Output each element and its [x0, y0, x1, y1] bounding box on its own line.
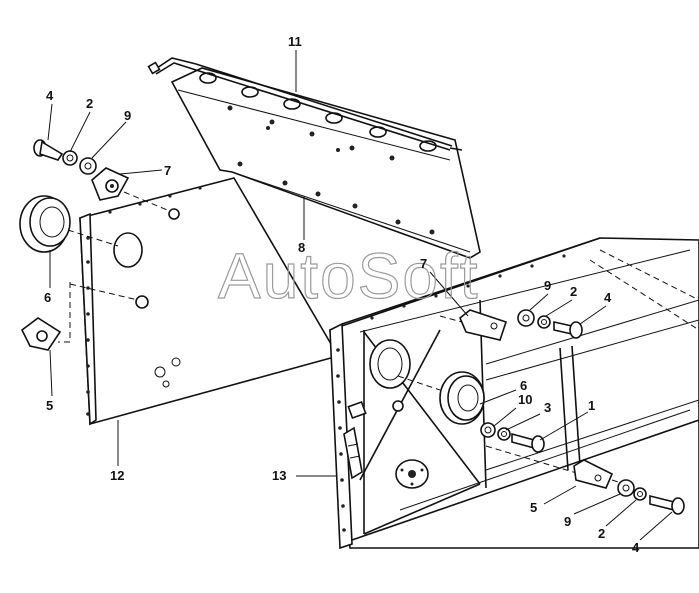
callout-7-right: 7	[420, 256, 427, 271]
bolt-4-left	[33, 139, 64, 161]
nut-5-left	[20, 317, 62, 351]
cover-plate-holes	[227, 105, 435, 235]
frame-edge-holes	[336, 254, 566, 532]
lock-washer-2-left	[62, 150, 78, 166]
callout-4-left: 4	[46, 88, 54, 103]
callout-2-bottom: 2	[598, 526, 605, 541]
lock-washer-2-right	[537, 315, 551, 329]
bracket-7-right	[459, 309, 508, 341]
callout-5-left: 5	[46, 398, 53, 413]
bracket-7-left	[91, 167, 130, 201]
watermark-text: AutoSoft	[218, 240, 480, 312]
nut-frame-inner	[392, 400, 404, 412]
washer-9-bottom	[617, 479, 635, 497]
callout-5-right: 5	[530, 500, 537, 515]
callout-1: 1	[588, 398, 595, 413]
nut-left-mid	[135, 295, 149, 309]
callout-9-right: 9	[544, 278, 551, 293]
washer-9-left	[79, 157, 97, 175]
hinge-rod	[147, 57, 463, 151]
callout-11: 11	[288, 34, 302, 49]
callout-10: 10	[518, 392, 532, 407]
flange-6-left	[19, 195, 71, 253]
callout-6-right: 6	[520, 378, 527, 393]
leader-lines	[47, 50, 673, 541]
callout-4-bottom: 4	[632, 540, 640, 555]
bolt-4-bottom	[649, 494, 685, 515]
callout-9-left: 9	[124, 108, 131, 123]
panel-edge-holes	[86, 186, 202, 416]
rod-clamps	[199, 72, 437, 152]
bolt-4-right	[553, 321, 583, 339]
callout-labels: 11 4 2 9 7 8 6 5 12 7 9 2 4 6 10 3 1 13 …	[44, 34, 640, 555]
callout-9-bottom: 9	[564, 514, 571, 529]
nut-left-top	[168, 208, 180, 220]
frame-bearing-housing	[395, 459, 429, 489]
callout-2-right: 2	[570, 284, 577, 299]
left-side-panel	[79, 177, 340, 426]
callout-6-left: 6	[44, 290, 51, 305]
callout-12: 12	[110, 468, 124, 483]
nut-plate-5-right	[573, 459, 614, 489]
callout-4-right: 4	[604, 290, 612, 305]
washer-10	[480, 422, 496, 438]
washer-9-right	[517, 309, 535, 327]
lock-washer-2-bottom	[633, 487, 647, 501]
callout-13: 13	[272, 468, 286, 483]
flange-6-right	[439, 371, 485, 425]
callout-2-left: 2	[86, 96, 93, 111]
frame-latch	[343, 426, 363, 480]
lock-washer-3	[497, 427, 511, 441]
callout-8: 8	[298, 240, 305, 255]
callout-3: 3	[544, 400, 551, 415]
callout-7-left: 7	[164, 163, 171, 178]
bolt-1	[511, 432, 545, 453]
